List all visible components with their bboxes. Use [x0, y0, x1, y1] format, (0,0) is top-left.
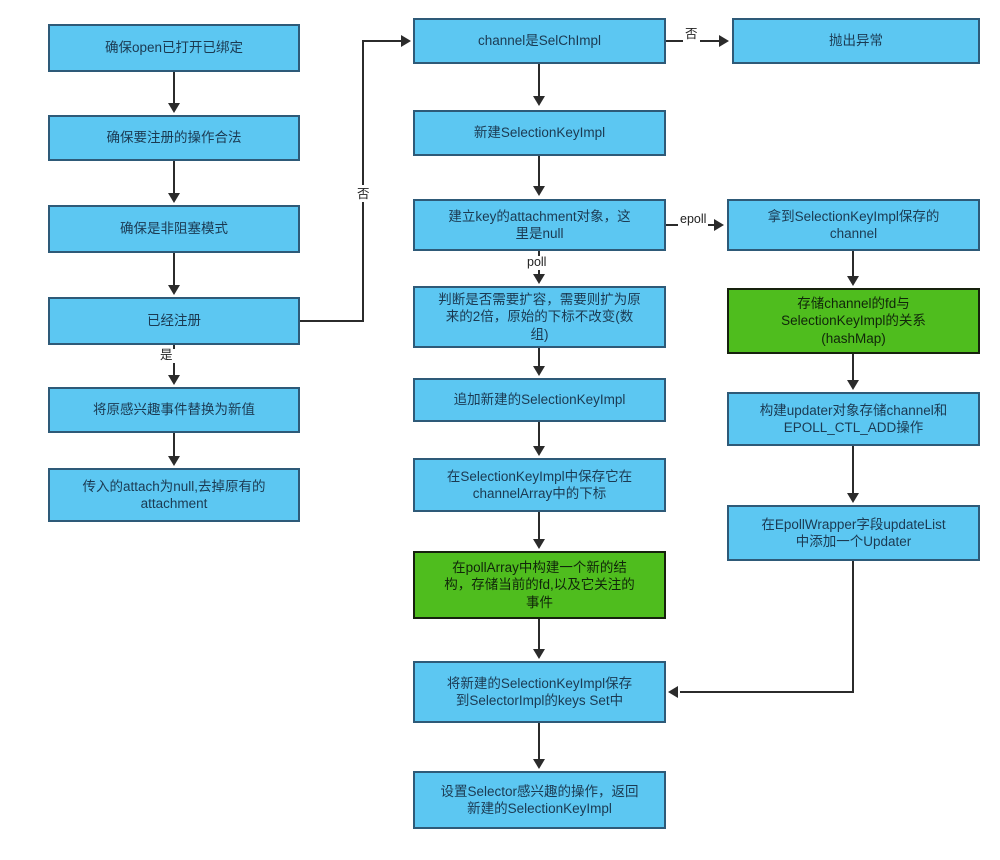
connector-keysset-to-setinterest [538, 723, 540, 759]
connector-channel-to-newkey [538, 64, 540, 98]
node-build-attachment[interactable]: 建立key的attachment对象，这 里是null [413, 199, 666, 251]
connector-opvalid-to-nonblocking [173, 161, 175, 195]
edge-label-yes-left: 是 [158, 348, 175, 363]
arrowhead-getchannel-to-hashmap [847, 276, 859, 286]
arrowhead-append-to-saveindex [533, 446, 545, 456]
node-build-pollarray-struct[interactable]: 在pollArray中构建一个新的结 构，存储当前的fd,以及它关注的 事件 [413, 551, 666, 619]
node-new-selectionkeyimpl[interactable]: 新建SelectionKeyImpl [413, 110, 666, 156]
connector-getchannel-to-hashmap [852, 251, 854, 277]
node-replace-interest-ops[interactable]: 将原感兴趣事件替换为新值 [48, 387, 300, 433]
connector-updatelist-to-keysset [680, 691, 854, 693]
connector-replace-to-attachnull [173, 433, 175, 458]
connector-no-branch-horizontal-in [362, 40, 403, 42]
node-save-to-keys-set[interactable]: 将新建的SelectionKeyImpl保存 到SelectorImpl的key… [413, 661, 666, 723]
arrowhead-attachment-to-growarray [533, 274, 545, 284]
connector-growarray-to-append [538, 348, 540, 370]
arrowhead-no-branch-to-channel [401, 35, 411, 47]
node-add-updater-to-list[interactable]: 在EpollWrapper字段updateList 中添加一个Updater [727, 505, 980, 561]
arrowhead-channel-to-newkey [533, 96, 545, 106]
arrowhead-hashmap-to-updater [847, 380, 859, 390]
connector-pollarray-to-keysset [538, 619, 540, 649]
arrowhead-updatelist-to-keysset [668, 686, 678, 698]
arrowhead-attachment-to-getchannel [714, 219, 724, 231]
node-build-updater[interactable]: 构建updater对象存储channel和 EPOLL_CTL_ADD操作 [727, 392, 980, 446]
arrowhead-saveindex-to-pollarray [533, 539, 545, 549]
arrowhead-nonblocking-to-registered [168, 285, 180, 295]
arrowhead-channel-to-throw [719, 35, 729, 47]
arrowhead-updater-to-updatelist [847, 493, 859, 503]
connector-no-branch-horizontal-out [300, 320, 364, 322]
connector-open-to-opvalid [173, 72, 175, 105]
connector-hashmap-to-updater [852, 354, 854, 382]
edge-label-poll: poll [525, 255, 549, 270]
arrowhead-growarray-to-append [533, 366, 545, 376]
arrowhead-open-to-opvalid [168, 103, 180, 113]
connector-append-to-saveindex [538, 422, 540, 448]
connector-nonblocking-to-registered [173, 253, 175, 289]
arrowhead-replace-to-attachnull [168, 456, 180, 466]
node-save-index[interactable]: 在SelectionKeyImpl中保存它在 channelArray中的下标 [413, 458, 666, 512]
node-ensure-open[interactable]: 确保open已打开已绑定 [48, 24, 300, 72]
node-attach-null[interactable]: 传入的attach为null,去掉原有的 attachment [48, 468, 300, 522]
node-ensure-op-valid[interactable]: 确保要注册的操作合法 [48, 115, 300, 161]
arrowhead-registered-to-replace [168, 375, 180, 385]
node-append-new-key[interactable]: 追加新建的SelectionKeyImpl [413, 378, 666, 422]
edge-label-no-left-branch: 否 [354, 185, 369, 202]
connector-updater-to-updatelist [852, 446, 854, 493]
connector-no-branch-vertical [362, 41, 364, 322]
arrowhead-opvalid-to-nonblocking [168, 193, 180, 203]
connector-newkey-to-attachment [538, 156, 540, 188]
arrowhead-keysset-to-setinterest [533, 759, 545, 769]
connector-saveindex-to-pollarray [538, 512, 540, 541]
node-set-interest-return[interactable]: 设置Selector感兴趣的操作，返回 新建的SelectionKeyImpl [413, 771, 666, 829]
node-already-registered[interactable]: 已经注册 [48, 297, 300, 345]
node-get-channel-from-key[interactable]: 拿到SelectionKeyImpl保存的 channel [727, 199, 980, 251]
edge-label-no-top-right: 否 [683, 27, 700, 42]
node-ensure-nonblocking[interactable]: 确保是非阻塞模式 [48, 205, 300, 253]
connector-updatelist-down [852, 561, 854, 693]
node-channel-is-selchimpl[interactable]: channel是SelChImpl [413, 18, 666, 64]
node-store-fd-key-hashmap[interactable]: 存储channel的fd与 SelectionKeyImpl的关系 (hashM… [727, 288, 980, 354]
node-throw-exception[interactable]: 抛出异常 [732, 18, 980, 64]
node-grow-array[interactable]: 判断是否需要扩容，需要则扩为原 来的2倍，原始的下标不改变(数 组) [413, 286, 666, 348]
arrowhead-pollarray-to-keysset [533, 649, 545, 659]
edge-label-epoll: epoll [678, 212, 709, 227]
arrowhead-newkey-to-attachment [533, 186, 545, 196]
